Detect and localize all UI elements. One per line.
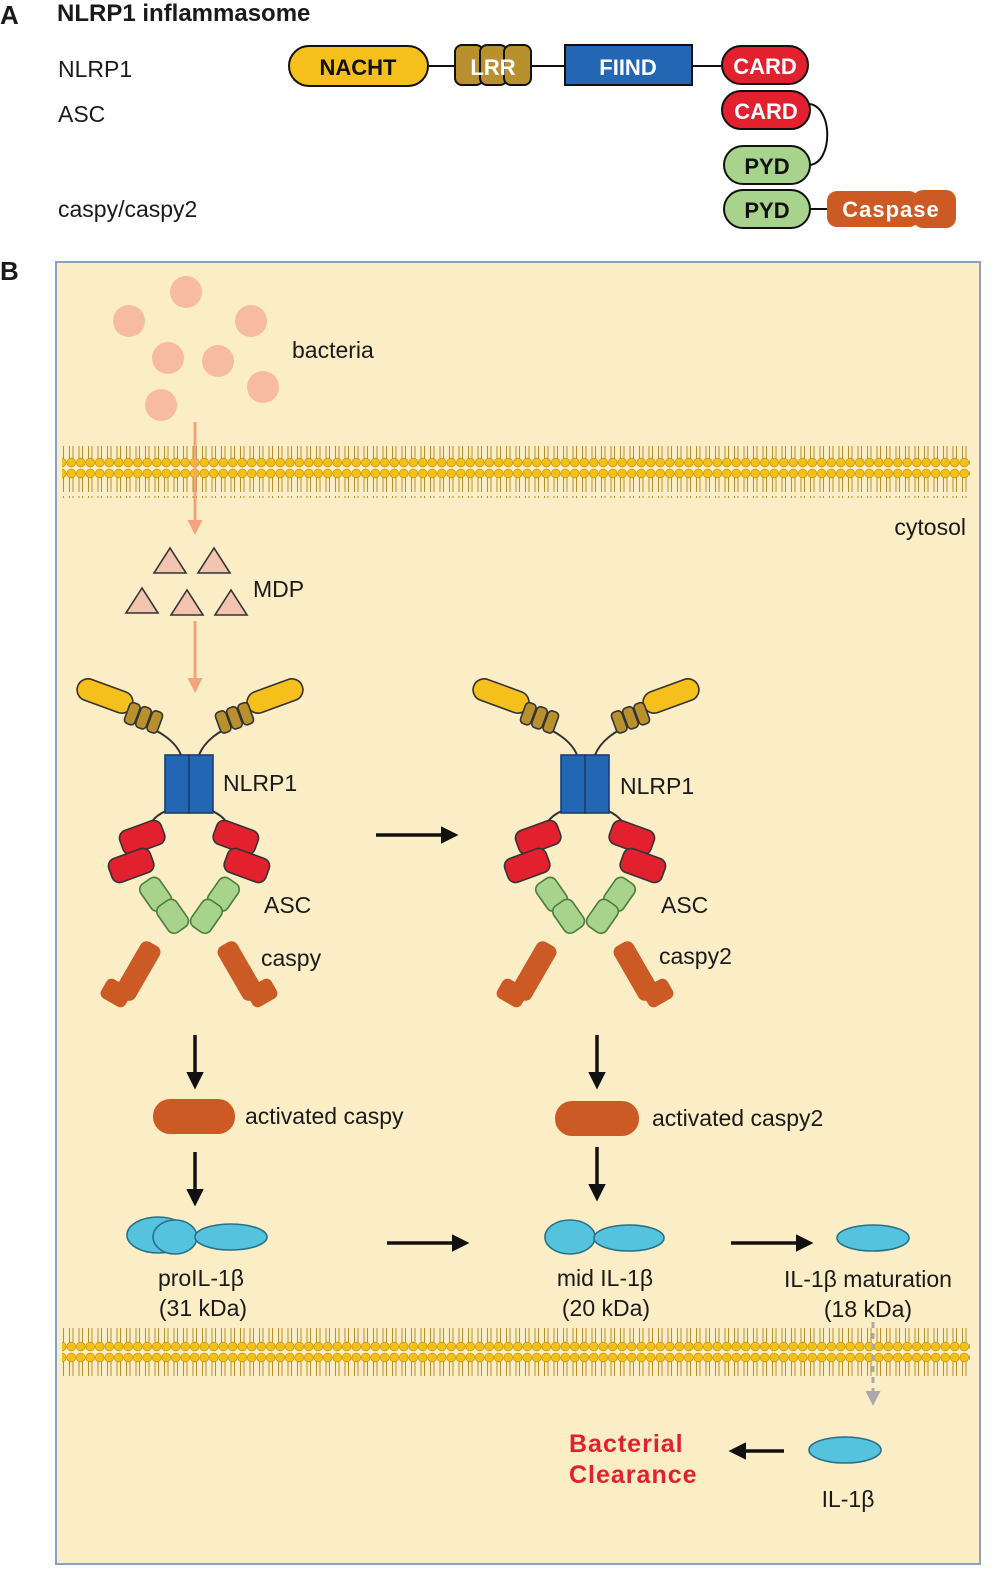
asc-pyd-label: PYD: [744, 154, 789, 179]
secreted-il1b-shape: [808, 1436, 882, 1464]
secreted-il1b-label: IL-1β: [822, 1486, 875, 1512]
left-nlrp1-label: NLRP1: [223, 770, 297, 796]
asc-pyd-domain: [723, 145, 811, 185]
bacteria-cluster: [113, 276, 279, 421]
nacht-label: NACHT: [320, 55, 398, 80]
bacteria-label: bacteria: [292, 337, 374, 363]
plasma-membrane-top: [62, 446, 970, 498]
caspy-pyd-label: PYD: [744, 198, 789, 223]
nlrp1-complex-left: [76, 678, 304, 1008]
activated-caspy-label: activated caspy: [245, 1103, 404, 1129]
activated-caspy2-shape: [555, 1101, 639, 1136]
caspase-domain: [827, 190, 956, 228]
panel-a: A NLRP1 inflammasome NLRP1 ASC caspy/cas…: [0, 0, 956, 229]
mature-il1b-size: (18 kDa): [824, 1296, 912, 1322]
asc-card-label: CARD: [734, 99, 798, 124]
caspase-label: Caspase: [842, 197, 940, 222]
pro-il1b-size: (31 kDa): [159, 1295, 247, 1321]
left-asc-label: ASC: [264, 892, 311, 918]
left-caspy-label: caspy: [261, 945, 322, 971]
nacht-domain: [288, 45, 429, 87]
plasma-membrane-bottom: [62, 1325, 970, 1377]
clearance-label-line2: Clearance: [569, 1461, 698, 1489]
right-nlrp1-label: NLRP1: [620, 773, 694, 799]
panel-a-title: NLRP1 inflammasome: [57, 0, 310, 27]
card-label: CARD: [733, 54, 797, 79]
right-caspy2-label: caspy2: [659, 943, 732, 969]
cytosol-label: cytosol: [894, 514, 966, 540]
asc-card-domain: [721, 90, 811, 130]
lrr-domain: [454, 44, 532, 86]
pro-il1b-shape: [126, 1216, 268, 1255]
caspy-pyd-domain: [723, 189, 811, 229]
row-label-nlrp1: NLRP1: [58, 56, 132, 82]
fiind-domain: [564, 44, 693, 86]
activated-caspy2-label: activated caspy2: [652, 1105, 823, 1131]
mdp-label: MDP: [253, 576, 304, 602]
mid-il1b-label: mid IL-1β: [557, 1265, 653, 1291]
row-label-asc: ASC: [58, 101, 105, 127]
panel-a-letter: A: [0, 0, 19, 30]
mid-il1b-size: (20 kDa): [562, 1295, 650, 1321]
pro-il1b-label: proIL-1β: [158, 1265, 244, 1291]
mdp-triangles: [124, 546, 249, 616]
clearance-label-line1: Bacterial: [569, 1430, 684, 1458]
fiind-label: FIIND: [599, 55, 656, 80]
card-domain: [721, 45, 809, 85]
lrr-label: LRR: [470, 55, 515, 80]
mid-il1b-shape: [544, 1219, 665, 1255]
nlrp1-complex-right: [472, 678, 700, 1008]
mature-il1b-label: IL-1β maturation: [784, 1266, 952, 1292]
panel-b-letter: B: [0, 256, 19, 286]
right-asc-label: ASC: [661, 892, 708, 918]
asc-linker: [809, 103, 829, 166]
activated-caspy-shape: [153, 1099, 235, 1134]
row-label-caspy: caspy/caspy2: [58, 196, 197, 222]
mature-il1b-shape: [836, 1224, 910, 1252]
